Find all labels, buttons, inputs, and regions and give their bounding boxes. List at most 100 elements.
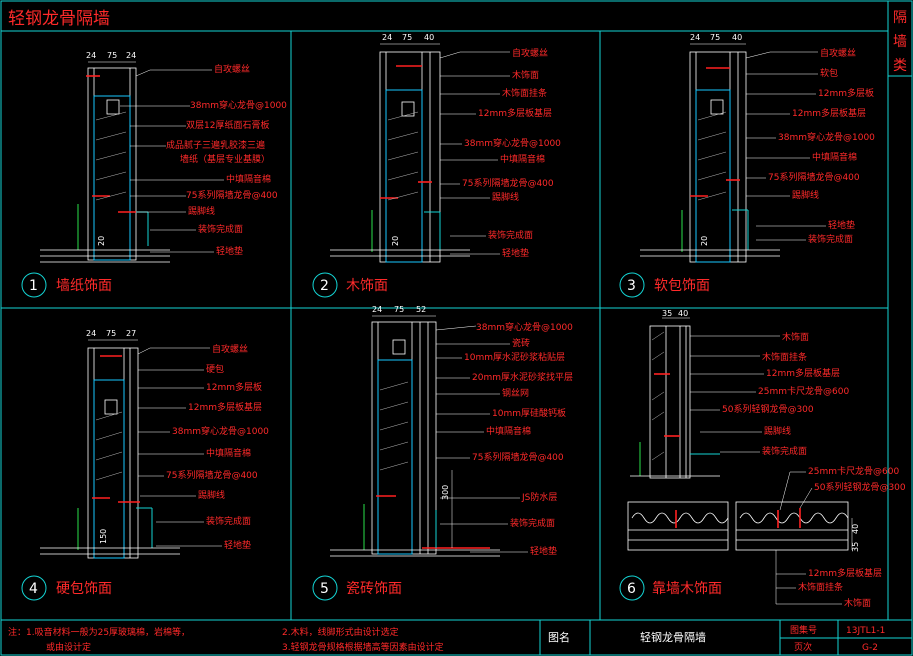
label-6-9: 50系列轻钢龙骨@300 — [814, 481, 906, 493]
panel-4-number: 4 — [29, 581, 38, 597]
dim-5c: 52 — [416, 305, 426, 314]
label-2-7: 75系列隔墙龙骨@400 — [462, 177, 554, 189]
leaders-3 — [745, 51, 826, 241]
label-2-5: 38mm穿心龙骨@1000 — [464, 137, 561, 149]
label-5-8: 75系列隔墙龙骨@400 — [472, 451, 564, 463]
label-1-7: 75系列隔墙龙骨@400 — [186, 189, 278, 201]
sheet-title: 轻钢龙骨隔墙 — [8, 9, 110, 29]
side-tag-2: 墙 — [893, 34, 907, 50]
wall-section-4 — [40, 347, 180, 559]
dim-5a: 24 — [372, 305, 382, 314]
label-5-11: 轻地垫 — [530, 545, 557, 557]
note-line-2b: 3.轻钢龙骨规格根据墙高等因素由设计定 — [282, 641, 444, 653]
leaders-6 — [690, 335, 842, 605]
dim-6-side-a: 40 — [851, 524, 860, 534]
dim-4b: 75 — [106, 329, 116, 338]
label-4-1: 自攻螺丝 — [212, 343, 248, 355]
dim-1a: 24 — [86, 51, 96, 60]
wall-section-1 — [40, 67, 170, 263]
label-4-2: 硬包 — [206, 363, 224, 375]
label-5-7: 中填隔音棉 — [486, 425, 531, 437]
dim-2-side: 20 — [391, 236, 400, 246]
panel-3-caption: 软包饰面 — [654, 278, 710, 294]
figure-name: 轻钢龙骨隔墙 — [640, 630, 706, 644]
panel-3-number: 3 — [627, 278, 636, 294]
label-5-1: 38mm穿心龙骨@1000 — [476, 321, 573, 333]
side-tag-3: 类 — [893, 58, 907, 74]
wall-section-2 — [330, 51, 470, 263]
leaders-1 — [120, 69, 224, 253]
label-1-5: 墙纸（基层专业基膜） — [180, 153, 270, 165]
label-4-10: 轻地垫 — [224, 539, 251, 551]
panel-6-number: 6 — [627, 581, 636, 597]
dim-3c: 40 — [732, 33, 742, 42]
label-6-10: 12mm多层板基层 — [808, 567, 882, 579]
label-2-3: 木饰面挂条 — [502, 87, 547, 99]
label-6-4: 25mm卡尺龙骨@600 — [758, 385, 849, 397]
label-6-11: 木饰面挂条 — [798, 581, 843, 593]
label-4-8: 踢脚线 — [198, 489, 225, 501]
page-label: 页次 — [794, 641, 812, 653]
label-6-3: 12mm多层板基层 — [766, 367, 840, 379]
label-4-5: 38mm穿心龙骨@1000 — [172, 425, 269, 437]
wall-section-6 — [630, 325, 720, 479]
label-3-9: 轻地垫 — [828, 219, 855, 231]
panel-5-number: 5 — [320, 581, 329, 597]
dim-6b: 40 — [678, 309, 688, 318]
label-5-3: 10mm厚水泥砂浆粘贴层 — [464, 351, 565, 363]
label-5-2: 瓷砖 — [512, 337, 530, 349]
dim-4a: 24 — [86, 329, 96, 338]
label-2-9: 装饰完成面 — [488, 229, 533, 241]
label-6-8: 25mm卡尺龙骨@600 — [808, 465, 899, 477]
label-1-1: 自攻螺丝 — [214, 63, 250, 75]
panel-5-number-circle — [312, 575, 338, 601]
label-6-7: 装饰完成面 — [762, 445, 807, 457]
atlas-label: 图集号 — [790, 624, 817, 636]
dim-5-side: 300 — [441, 485, 450, 500]
label-2-1: 自攻螺丝 — [512, 47, 548, 59]
label-1-10: 轻地垫 — [216, 245, 243, 257]
leaders-4 — [137, 347, 222, 547]
label-1-4: 成品腻子三遍乳胶漆三遍 — [166, 139, 265, 151]
dim-1b: 75 — [107, 51, 117, 60]
label-5-4: 20mm厚水泥砂浆找平层 — [472, 371, 573, 383]
panel-4: 24 75 27 150 自攻螺丝 硬包 12mm多层板 12mm多层板基层 3… — [21, 329, 269, 601]
dimension-group-3: 24 75 40 20 — [690, 33, 746, 246]
label-5-10: 装饰完成面 — [510, 517, 555, 529]
dimension-group-4: 24 75 27 150 — [86, 329, 138, 544]
label-4-7: 75系列隔墙龙骨@400 — [166, 469, 258, 481]
label-3-6: 中填隔音棉 — [812, 151, 857, 163]
panel-1-number: 1 — [29, 278, 38, 294]
label-1-2: 38mm穿心龙骨@1000 — [190, 99, 287, 111]
panel-1-number-circle — [21, 272, 47, 298]
dim-1c: 24 — [126, 51, 136, 60]
label-3-4: 12mm多层板基层 — [792, 107, 866, 119]
label-6-2: 木饰面挂条 — [762, 351, 807, 363]
label-4-3: 12mm多层板 — [206, 381, 262, 393]
dim-2a: 24 — [382, 33, 392, 42]
leaders-5 — [435, 325, 528, 553]
panel-6-number-circle — [619, 575, 645, 601]
label-1-3: 双层12厚纸面石膏板 — [186, 119, 269, 131]
label-2-8: 踢脚线 — [492, 191, 519, 203]
label-3-1: 自攻螺丝 — [820, 47, 856, 59]
label-6-12: 木饰面 — [844, 597, 871, 609]
dim-6-side-b: 35 — [851, 542, 860, 552]
dim-4c: 27 — [126, 329, 136, 338]
panel-2-caption: 木饰面 — [346, 278, 388, 294]
label-3-5: 38mm穿心龙骨@1000 — [778, 131, 875, 143]
panel-4-number-circle — [21, 575, 47, 601]
dim-3-side: 20 — [700, 236, 709, 246]
label-4-4: 12mm多层板基层 — [188, 401, 262, 413]
note-line-1a: 注：1.吸音材料一般为25厚玻璃棉，岩棉等， — [8, 626, 190, 638]
label-2-10: 轻地垫 — [502, 247, 529, 259]
label-3-8: 踢脚线 — [792, 189, 819, 201]
figure-name-label: 图名 — [548, 630, 570, 644]
label-3-2: 软包 — [820, 67, 838, 79]
note-line-2a: 或由设计定 — [46, 641, 91, 653]
panel-2-number: 2 — [320, 278, 329, 294]
label-2-2: 木饰面 — [512, 69, 539, 81]
label-6-1: 木饰面 — [782, 331, 809, 343]
label-5-6: 10mm厚硅酸钙板 — [492, 407, 566, 419]
